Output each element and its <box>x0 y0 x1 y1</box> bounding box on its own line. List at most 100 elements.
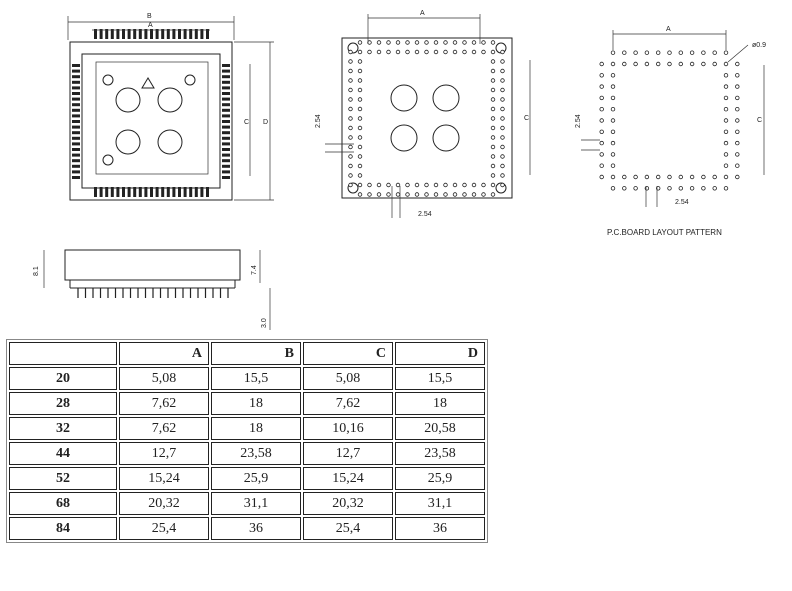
pin-hole <box>500 144 505 150</box>
pin-hole <box>735 61 740 67</box>
pin-hole <box>712 174 717 180</box>
pin <box>105 29 109 39</box>
pin-hole <box>712 186 717 191</box>
pin-hole <box>405 192 410 197</box>
pin <box>222 103 230 107</box>
pin <box>200 187 204 197</box>
pin-hole <box>348 144 353 150</box>
table-cell: 7,62 <box>119 392 209 415</box>
pin-hole <box>490 87 496 93</box>
pin <box>222 69 230 73</box>
pin-hole <box>599 106 604 112</box>
pin-hole <box>424 49 429 55</box>
pin-hole <box>723 106 729 112</box>
height-label: 8.1 <box>33 266 40 276</box>
pin-hole <box>433 182 439 188</box>
pin-hole <box>348 154 353 159</box>
table-cell: 10,16 <box>303 417 393 440</box>
pin-hole <box>348 78 353 83</box>
pin-hole <box>735 174 740 180</box>
pin <box>138 187 142 197</box>
pin-hole <box>599 61 604 67</box>
pin-hole <box>735 129 740 134</box>
pin-hole <box>667 50 672 55</box>
pin-hole <box>443 182 448 188</box>
pin-length-label: 3.0 <box>261 318 268 328</box>
dim-c-label: C <box>244 119 249 126</box>
pin <box>183 187 187 197</box>
pin-count-cell: 28 <box>9 392 117 415</box>
pin-hole <box>678 50 683 55</box>
pin <box>189 187 193 197</box>
pin <box>99 187 103 197</box>
pin-hole <box>405 182 410 188</box>
pin-hole <box>357 154 363 159</box>
pin <box>222 148 230 151</box>
pin-hole <box>357 135 363 140</box>
pin-hole <box>395 192 401 197</box>
pin-hole <box>433 40 439 45</box>
pin-hole <box>701 174 706 180</box>
pin-hole <box>500 68 505 74</box>
pin <box>72 114 80 118</box>
table-cell: 12,7 <box>303 442 393 465</box>
pin-hole <box>644 61 650 67</box>
pin-hole <box>490 144 496 150</box>
pin-hole <box>500 49 505 55</box>
pin-hole <box>490 40 496 45</box>
pin-hole <box>490 106 496 112</box>
pin-hole <box>471 49 477 55</box>
pin <box>150 29 153 39</box>
pin-hole <box>348 182 353 188</box>
pin-hole <box>490 173 496 178</box>
pin-hole <box>490 163 496 169</box>
pitch-label: 2.54 <box>675 199 689 206</box>
pin-hole <box>633 50 638 55</box>
pin-hole <box>610 186 616 191</box>
pin <box>72 92 80 95</box>
pin-hole <box>376 182 382 188</box>
pin <box>178 29 181 39</box>
hole-diameter-label: ø0.9 <box>752 42 766 49</box>
pin-hole <box>348 135 353 140</box>
pin-hole <box>433 192 439 197</box>
pin-hole <box>348 116 353 121</box>
pin-hole <box>599 95 604 101</box>
pin-hole <box>424 192 429 197</box>
pin <box>72 136 80 140</box>
pin-hole <box>481 40 486 45</box>
pin-hole <box>357 106 363 112</box>
table-cell: 31,1 <box>211 492 301 515</box>
pin <box>72 97 80 101</box>
pin-hole <box>735 73 740 78</box>
pin-hole <box>599 152 604 157</box>
side-view: 8.1 7.4 3.0 <box>33 249 271 330</box>
pin <box>194 187 198 197</box>
pin-hole <box>490 116 496 121</box>
pin <box>105 187 109 197</box>
pin-hole <box>414 40 420 45</box>
pin-hole <box>599 73 604 78</box>
pin <box>222 153 230 157</box>
pin <box>72 120 80 123</box>
pin <box>72 69 80 73</box>
pin-hole <box>386 192 391 197</box>
pin <box>183 29 187 39</box>
pin-hole <box>723 140 729 146</box>
column-header: C <box>303 342 393 365</box>
pin-hole <box>656 50 661 55</box>
pin-hole <box>633 186 638 191</box>
pin-hole <box>490 97 496 102</box>
pin-hole <box>701 186 706 191</box>
pin-hole <box>599 163 604 168</box>
pin <box>206 187 209 197</box>
pin-hole <box>610 73 616 78</box>
pin-hole <box>633 61 638 67</box>
table-cell: 18 <box>211 417 301 440</box>
pin <box>72 148 80 151</box>
pin-hole <box>357 163 363 169</box>
dim-a-label: A <box>666 26 671 33</box>
